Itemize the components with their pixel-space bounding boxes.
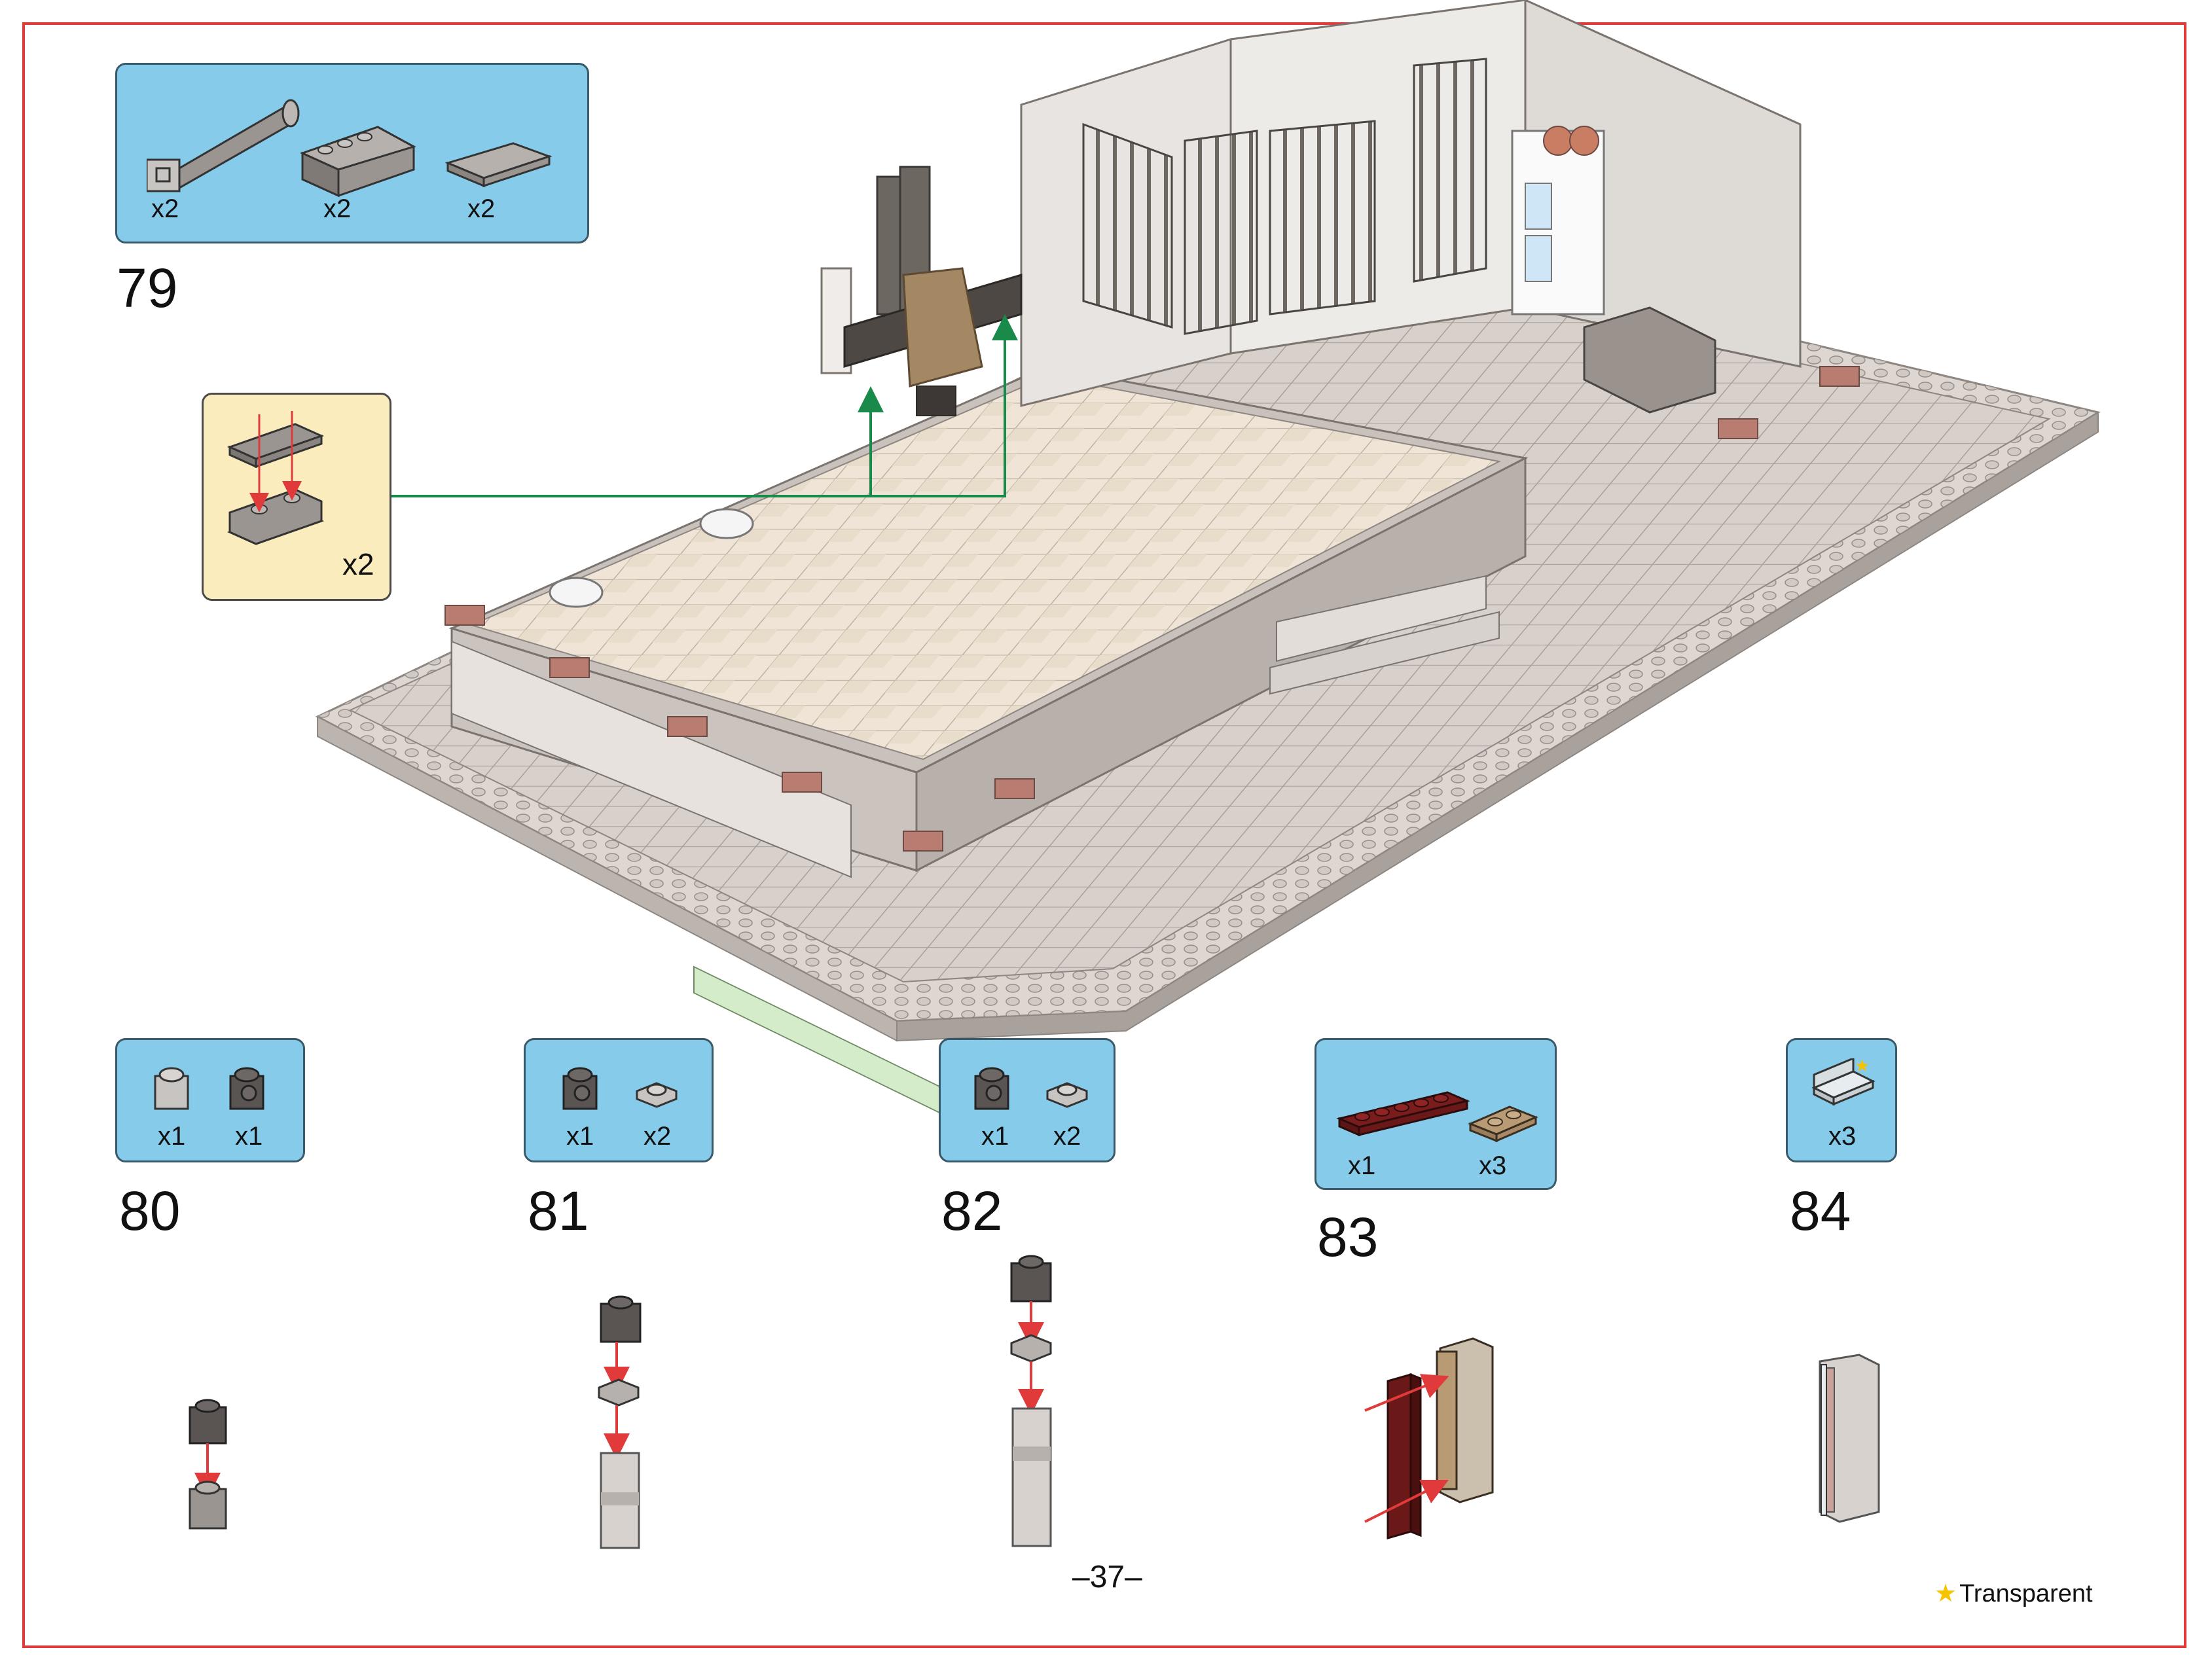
step-82-part-2-qty: x2 — [1053, 1122, 1081, 1151]
panel-transparent-icon: ★ — [1811, 1058, 1876, 1106]
step-81-illustration — [598, 1295, 642, 1549]
brick-1x1-dark-gray-icon — [974, 1067, 1009, 1110]
page-number: –37– — [1072, 1560, 1142, 1594]
plate-1x6-dark-red-icon — [1336, 1091, 1470, 1137]
step-83-illustration — [1364, 1337, 1494, 1539]
step-79-number: 79 — [117, 257, 178, 319]
step-80-number: 80 — [119, 1180, 181, 1242]
step-illustrations — [189, 1255, 1880, 1549]
brick-1x1-dark-gray-icon — [562, 1067, 598, 1110]
step-81-number: 81 — [528, 1180, 589, 1242]
step-83-part-2-qty: x3 — [1479, 1151, 1507, 1180]
bar-3l-icon — [147, 99, 300, 192]
step-79-part-1-qty: x2 — [151, 194, 179, 223]
transparent-legend: ★Transparent — [1934, 1579, 2093, 1608]
star-icon: ★ — [1934, 1580, 1957, 1608]
brick-1x1-dark-gray-icon — [229, 1067, 264, 1110]
plate-1x2-clip-tan-icon — [1468, 1105, 1538, 1143]
step-79-parts-box: x2 x2 x2 — [115, 63, 589, 243]
step-84-part-1-qty: x3 — [1828, 1122, 1857, 1151]
step-80-illustration — [189, 1399, 227, 1530]
step-81-part-1-qty: x1 — [566, 1122, 594, 1151]
step-82-illustration — [1010, 1255, 1052, 1547]
page-frame — [22, 22, 2186, 1648]
brick-1x1-light-gray-icon — [154, 1067, 189, 1110]
step-80-part-2-qty: x1 — [235, 1122, 263, 1151]
slope-2x4-icon — [299, 126, 416, 198]
subassembly-qty: x2 — [342, 547, 374, 581]
legend-label: Transparent — [1959, 1580, 2093, 1608]
step-83-part-1-qty: x1 — [1348, 1151, 1376, 1180]
step-79-part-2-qty: x2 — [323, 194, 352, 223]
step-84-illustration — [1819, 1354, 1880, 1523]
step-82-part-1-qty: x1 — [981, 1122, 1009, 1151]
step-82-parts-box: x1 x2 — [939, 1038, 1115, 1162]
step-80-parts-box: x1 x1 — [115, 1038, 305, 1162]
step-81-parts-box: x1 x2 — [524, 1038, 714, 1162]
plate-1x1-light-gray-icon — [1046, 1082, 1088, 1108]
plate-1x1-light-gray-icon — [636, 1082, 678, 1108]
step-80-part-1-qty: x1 — [158, 1122, 186, 1151]
transparent-star-icon: ★ — [1855, 1058, 1870, 1075]
step-79-subassembly-box: x2 — [202, 393, 391, 601]
step-83-number: 83 — [1317, 1206, 1379, 1268]
tile-2x4-icon — [444, 142, 553, 188]
step-84-number: 84 — [1790, 1180, 1851, 1242]
step-84-parts-box: ★ x3 — [1786, 1038, 1897, 1162]
callout-line — [391, 314, 1018, 497]
step-82-number: 82 — [941, 1180, 1003, 1242]
step-79-part-3-qty: x2 — [467, 194, 496, 223]
subassembly-illustration — [227, 411, 325, 545]
step-83-parts-box: x1 x3 — [1315, 1038, 1557, 1190]
step-81-part-2-qty: x2 — [644, 1122, 672, 1151]
